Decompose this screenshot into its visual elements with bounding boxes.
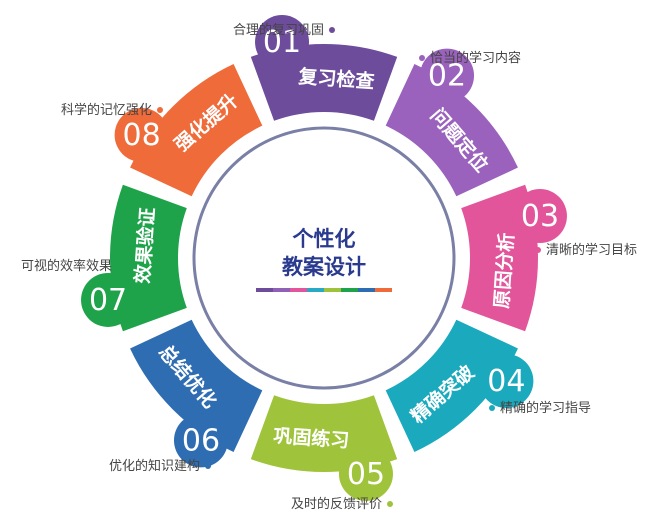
center-bar-chunk [324,288,341,292]
segment-number-02: 02 [428,59,466,94]
note-dot-03 [535,247,541,253]
segment-tab-06 [173,413,228,468]
segment-tab-01 [255,15,310,70]
segment-number-07: 07 [89,283,127,318]
segment-number-01: 01 [263,25,301,60]
segment-label-05: 巩固练习 [273,424,350,452]
center-title-line-2: 教案设计 [282,255,366,279]
segment-tab-08 [114,107,169,162]
segment-number-08: 08 [123,118,161,153]
segment-number-03: 03 [521,199,559,234]
note-dot-01 [329,27,335,33]
note-05: 及时的反馈评价 [291,496,382,512]
note-06: 优化的知识建构 [109,458,200,474]
note-dot-04 [489,405,495,411]
center-bar-chunk [273,288,290,292]
segment-02 [385,64,518,197]
center-bar-chunk [290,288,307,292]
center-ring [192,126,456,390]
center-bar-chunk [375,288,392,292]
segment-label-03: 原因分析 [490,232,518,309]
segment-label-07: 效果验证 [131,207,159,284]
note-dot-05 [387,501,393,507]
center-title-line-1: 个性化 [293,227,356,251]
segment-number-04: 04 [487,364,525,399]
segment-tab-02 [420,48,475,103]
note-07: 可视的效率效果 [21,258,112,274]
note-dot-07 [117,263,123,269]
note-08: 科学的记忆强化 [61,102,152,118]
segment-number-05: 05 [347,457,385,492]
segment-label-01: 复习检查 [297,65,376,93]
note-01: 合理的复习巩固 [233,22,324,38]
note-dot-02 [419,55,425,61]
note-03: 清晰的学习目标 [546,242,637,258]
center-bar-chunk [358,288,375,292]
segment-tab-05 [338,446,393,501]
note-dot-06 [205,463,211,469]
segment-06 [130,319,263,452]
segment-04 [385,319,518,452]
note-02: 恰当的学习内容 [430,50,521,66]
center-color-bar [256,288,392,292]
center-bar-chunk [307,288,324,292]
segment-tab-03 [512,189,567,244]
note-dot-08 [157,107,163,113]
segment-number-06: 06 [182,423,220,458]
center-bar-chunk [256,288,273,292]
segment-tab-04 [479,354,534,409]
center-bar-chunk [341,288,358,292]
segment-tab-07 [81,272,136,327]
segment-08 [130,64,263,197]
note-04: 精确的学习指导 [500,400,591,416]
